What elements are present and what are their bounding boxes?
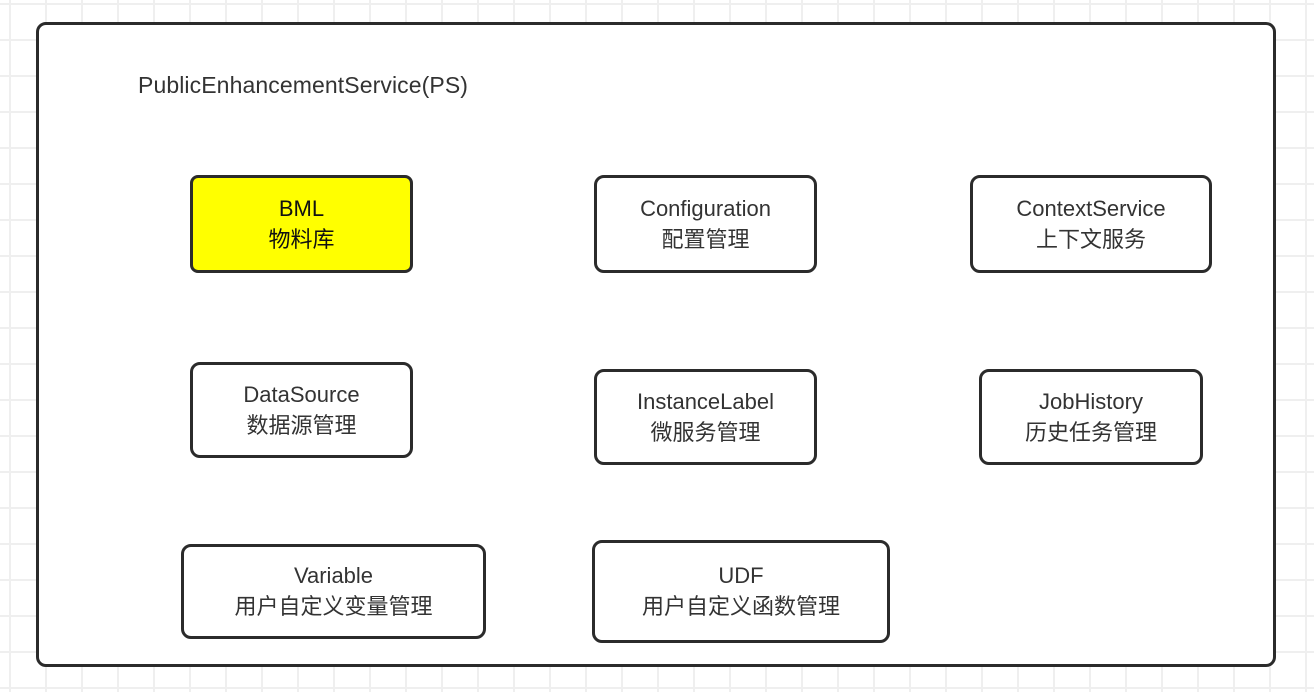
module-description: 用户自定义函数管理: [641, 594, 840, 619]
module-name: Configuration: [640, 195, 771, 221]
module-description: 配置管理: [661, 226, 750, 252]
module-box-contextservice[interactable]: ContextService 上下文服务: [970, 175, 1212, 273]
module-description: 用户自定义变量管理: [234, 594, 433, 619]
module-name: DataSource: [243, 381, 360, 407]
module-name: Variable: [293, 563, 374, 588]
module-box-jobhistory[interactable]: JobHistory 历史任务管理: [979, 369, 1203, 465]
module-box-udf[interactable]: UDF 用户自定义函数管理: [592, 540, 890, 643]
module-name: BML: [278, 195, 325, 221]
module-name: JobHistory: [1039, 388, 1143, 414]
module-name: ContextService: [1016, 195, 1166, 221]
module-description: 历史任务管理: [1024, 419, 1157, 445]
public-enhancement-service-container: PublicEnhancementService(PS) BML 物料库 Con…: [36, 22, 1276, 667]
module-description: 上下文服务: [1035, 226, 1146, 252]
module-box-variable[interactable]: Variable 用户自定义变量管理: [181, 544, 486, 639]
module-box-configuration[interactable]: Configuration 配置管理: [594, 175, 817, 273]
module-name: InstanceLabel: [637, 388, 774, 414]
module-box-instancelabel[interactable]: InstanceLabel 微服务管理: [594, 369, 817, 465]
module-name: UDF: [718, 563, 764, 588]
module-description: 物料库: [268, 226, 335, 252]
module-description: 数据源管理: [246, 412, 357, 438]
module-description: 微服务管理: [650, 419, 761, 445]
module-box-datasource[interactable]: DataSource 数据源管理: [190, 362, 413, 458]
module-box-bml[interactable]: BML 物料库: [190, 175, 413, 273]
page-title: PublicEnhancementService(PS): [138, 72, 469, 98]
